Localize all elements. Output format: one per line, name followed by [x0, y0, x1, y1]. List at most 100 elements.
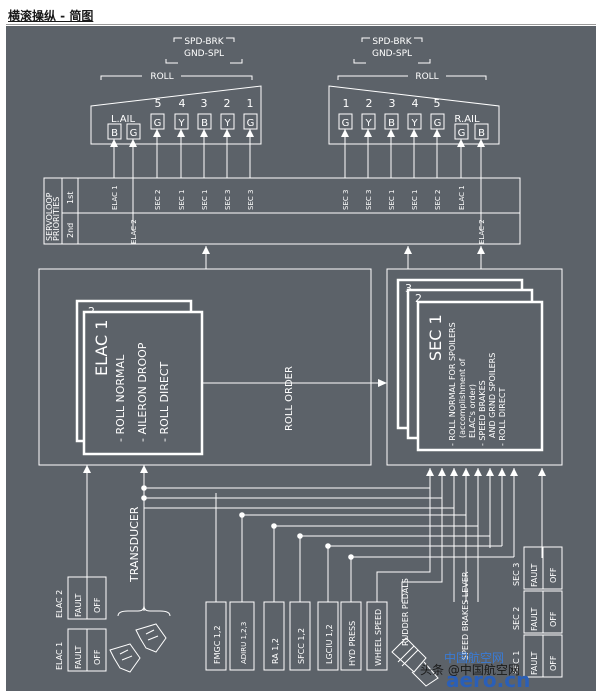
sec-3-off-legend: OFF [549, 567, 558, 583]
ra-box [263, 601, 285, 671]
sidestick-icon-2 [109, 643, 141, 673]
rudder-pedals-graphic [391, 637, 439, 687]
left-wing-outline [90, 85, 262, 145]
watermark-credit: 头条 @中国航空网 [420, 662, 520, 677]
elac-1-card [82, 310, 204, 456]
left-spdbrk-bracket [165, 37, 243, 64]
right-spoiler-num-5: 5 [434, 97, 441, 110]
adiru-label: ADIRU 1,2,3 [240, 622, 248, 664]
sec-1-pb-label: SEC 1 [512, 651, 521, 674]
watermark-cn: 中国航空网 [444, 650, 504, 665]
sfcc-label: SFCC 1,2 [297, 628, 306, 664]
left-spoiler-num-2: 4 [179, 97, 186, 110]
sec-1-fault-legend: FAULT [530, 651, 539, 675]
junction-5 [297, 533, 303, 539]
elac-1-pushbutton-group: ELAC 1 FAULT OFF [55, 628, 107, 672]
right-hyd-code-7: B [478, 128, 485, 139]
watermark-en: aero.cn [446, 668, 530, 691]
elac-2-fault-legend: FAULT [74, 593, 83, 617]
elac-function-2: - AILERON DROOP [136, 342, 149, 442]
right-priority-1st-4: SEC 1 [411, 190, 419, 210]
elac-1-pb-label: ELAC 1 [55, 642, 64, 670]
sec-2-pushbutton-group: SEC 2 FAULT OFF [512, 590, 563, 634]
sec-1-pushbutton-group: SEC 1 FAULT OFF [512, 634, 563, 678]
elac-up-head [202, 246, 210, 254]
right-wing-outline [328, 85, 500, 145]
sec-1-card [416, 300, 544, 452]
left-spoiler-num-1: 5 [155, 97, 162, 110]
hyd-press-box [340, 601, 362, 671]
servoloop-title: SERVOLOOP [45, 192, 54, 241]
right-priority-1st-3: SEC 1 [388, 190, 396, 210]
elac-2-pb-label: ELAC 2 [55, 590, 64, 618]
right-spoiler-num-2: 2 [366, 97, 373, 110]
right-priority-2nd-7: ELAC 2 [478, 219, 486, 244]
left-hyd-code-7: G [247, 118, 255, 129]
left-spoiler-num-4: 2 [224, 97, 231, 110]
elac-function-3: - ROLL DIRECT [158, 361, 171, 442]
sec-card-3-number: 3 [405, 282, 412, 295]
sec-3-pushbutton-group: SEC 3 FAULT OFF [512, 546, 563, 590]
right-roll-label: ROLL [415, 72, 438, 82]
left-priority-1st-4: SEC 1 [178, 190, 186, 210]
left-spoiler-num-3: 3 [201, 97, 208, 110]
right-priority-1st-1: SEC 3 [342, 190, 350, 210]
sec-function-3: ELAC's order) [468, 384, 477, 438]
left-priority-1st-3: SEC 2 [154, 190, 162, 210]
servoloop-priorities-table: SERVOLOOP PRIORITIES 1st 2nd ELAC 1 ELAC… [43, 177, 521, 245]
sidestick-brace [117, 605, 171, 617]
junction-6 [325, 543, 331, 549]
input-wiring [83, 465, 546, 611]
sec-outer-frame [386, 268, 563, 466]
arrow-heads [110, 129, 485, 147]
right-hyd-code-1: G [342, 118, 350, 129]
right-spdbrk-bracket [353, 37, 431, 64]
right-hyd-code-6: G [458, 128, 466, 139]
sec-block: 3 2 SEC 1 - ROLL NORMAL FOR SPOILERS (ac… [386, 268, 563, 466]
elac-1-fault-legend: FAULT [74, 645, 83, 669]
sec-up-head-1 [404, 246, 412, 254]
page-title: 横滚操纵 - 简图 [8, 9, 94, 23]
servoloop-first-label: 1st [66, 192, 75, 204]
lgciu-box [317, 601, 339, 671]
sec-card-2-number: 2 [415, 292, 422, 305]
surface-arrows [110, 129, 485, 231]
input-arrow-heads [83, 465, 546, 476]
sidestick-icon-1 [135, 623, 167, 653]
sfcc-box [289, 601, 311, 671]
junction-1 [141, 485, 147, 491]
sec-3-pb-label: SEC 3 [512, 563, 521, 586]
left-aileron-label: L.AIL [111, 114, 136, 125]
elac-function-1: - ROLL NORMAL [114, 354, 127, 442]
sec-3-fault-legend: FAULT [530, 563, 539, 587]
roll-order-arrow-head [378, 379, 387, 387]
left-hyd-code-2: G [130, 128, 138, 139]
servoloop-table-frame [43, 177, 521, 245]
left-roll-bracket [100, 75, 253, 80]
junction-3 [239, 512, 245, 518]
sec-up-head-2 [477, 246, 485, 254]
elac-title: ELAC 1 [92, 320, 111, 377]
right-spoiler-num-1: 1 [343, 97, 350, 110]
left-priority-1st-5: SEC 1 [201, 190, 209, 210]
adiru-box [229, 601, 255, 671]
elac-2-off-legend: OFF [93, 597, 102, 613]
right-priority-1st-6: ELAC 1 [458, 185, 466, 210]
left-hyd-code-3: G [154, 118, 162, 129]
servoloop-second-label: 2nd [66, 223, 75, 238]
elac-1-off-legend: OFF [93, 649, 102, 665]
sec-function-1: - ROLL NORMAL FOR SPOILERS [448, 322, 457, 446]
sec-function-6: - ROLL DIRECT [498, 388, 507, 446]
right-hyd-code-4: Y [410, 118, 418, 129]
left-spd-brk-label: SPD-BRK [184, 37, 224, 47]
fmgc-box [205, 601, 227, 671]
right-spoiler-num-3: 3 [389, 97, 396, 110]
right-surface-group: SPD-BRK GND-SPL ROLL R.AIL 1 2 3 4 5 G Y… [328, 37, 500, 145]
right-hyd-code-5: G [434, 118, 442, 129]
sec-2-off-legend: OFF [549, 611, 558, 627]
ra-label: RA 1,2 [271, 638, 280, 664]
elac-outer-frame [38, 268, 372, 466]
left-hyd-code-4: Y [177, 118, 185, 129]
right-priority-1st-2: SEC 3 [365, 190, 373, 210]
fmgc-label: FMGC 1,2 [213, 625, 222, 664]
